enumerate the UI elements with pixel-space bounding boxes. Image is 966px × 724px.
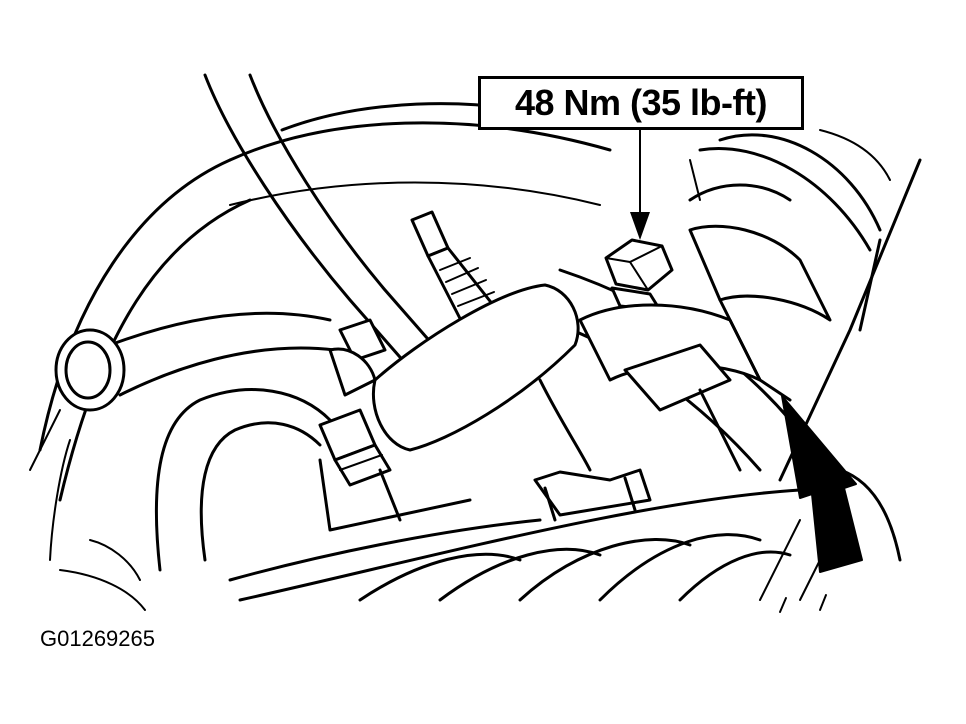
mounting-flange [318,283,580,487]
bottom-clip [533,468,652,522]
bolt [604,238,674,312]
actuator-bracket [578,224,832,472]
arrow-up-icon [781,395,863,573]
curved-line [59,388,332,611]
figure-code: G01269265 [40,626,155,651]
left-hose [49,311,337,561]
central-housing [228,378,592,582]
upper-tube [203,73,457,382]
torque-callout: 48 Nm (35 lb-ft) [478,76,804,130]
detail-dashes [779,594,827,613]
arrow-down-icon [630,129,650,240]
torque-label: 48 Nm (35 lb-ft) [514,82,768,123]
ribbed-lower-body [238,468,902,602]
